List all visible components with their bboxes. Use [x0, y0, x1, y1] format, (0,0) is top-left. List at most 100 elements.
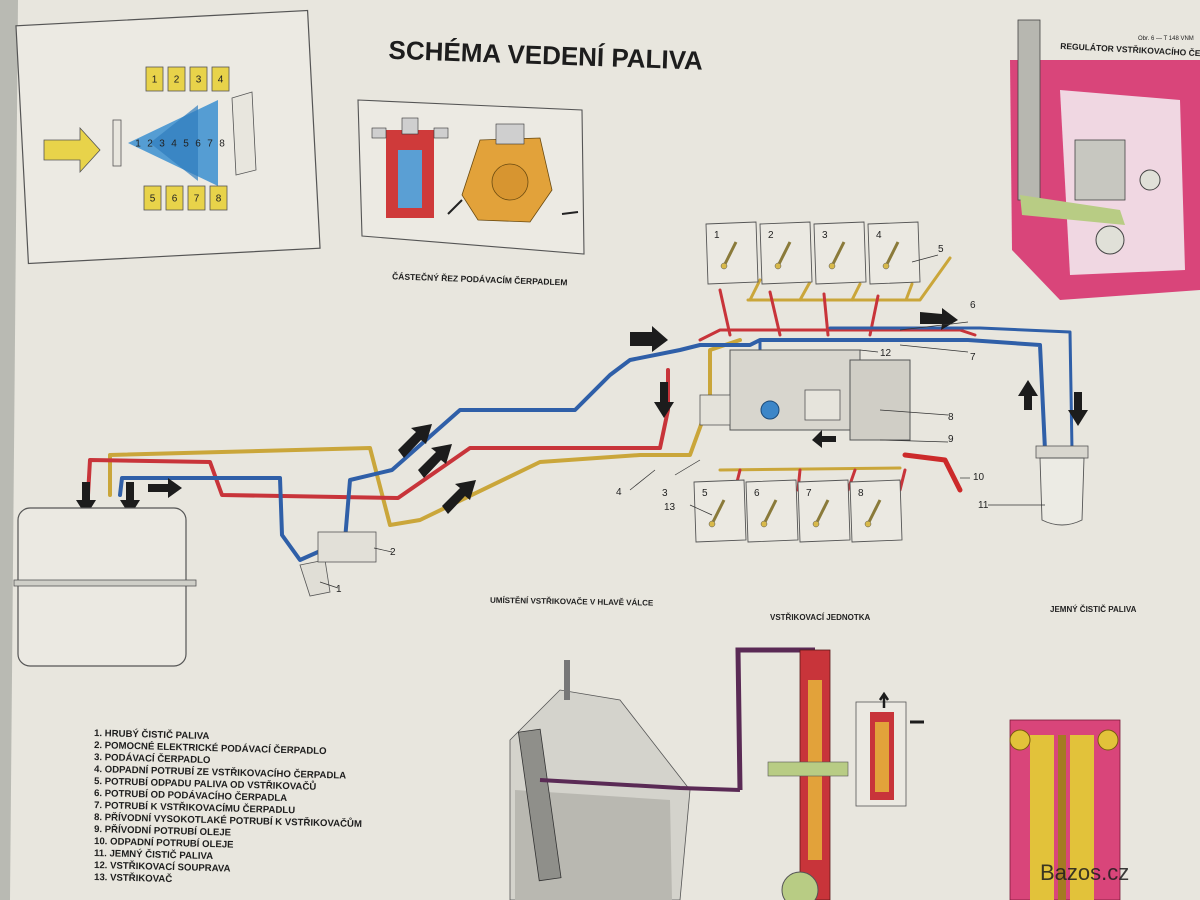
- firing-order-cell: [167, 66, 186, 92]
- legend-item: 5. POTRUBÍ ODPADU PALIVA OD VSTŘIKOVAČŮ: [94, 775, 317, 793]
- flow-arrow-icon: [1068, 392, 1088, 426]
- coarse-filter-and-electric-pump: [299, 531, 377, 597]
- legend-item: 13. VSTŘIKOVAČ: [94, 871, 173, 885]
- flow-arrow-icon: [43, 126, 101, 174]
- firing-order-number: 7: [207, 139, 213, 150]
- cylinders-bottom-bank: 5 6 7 8: [693, 479, 903, 543]
- callout-12: 12: [880, 348, 892, 359]
- firing-order-number: 5: [183, 139, 189, 150]
- cylinder-number: 2: [768, 230, 774, 241]
- line-injector-leakoff: [746, 256, 952, 302]
- injector-icon: [884, 241, 900, 267]
- callout-11: 11: [978, 500, 989, 511]
- injector-icon: [710, 499, 726, 525]
- injector-icon: [830, 241, 846, 267]
- firing-order-cell: [165, 185, 184, 211]
- firing-order-number: 5: [150, 194, 156, 205]
- pump-section-box: [357, 99, 585, 255]
- injection-unit-caption: VSTŘIKOVACÍ JEDNOTKA: [770, 613, 871, 622]
- callout-leaders: [319, 254, 1045, 589]
- cylinder-number: 1: [714, 230, 720, 241]
- watermark: Bazos.cz: [1040, 860, 1129, 885]
- cylinder-number: 3: [822, 230, 828, 241]
- callout-7: 7: [970, 352, 976, 363]
- firing-order-number: 3: [196, 75, 202, 86]
- flow-arrow-icon: [1018, 380, 1038, 410]
- callout-4: 4: [616, 487, 622, 498]
- fine-filter-section-illustration: [1009, 719, 1121, 900]
- injector-icon: [814, 499, 830, 525]
- callout-13: 13: [664, 502, 676, 513]
- legend-item: 1. HRUBÝ ČISTIČ PALIVA: [94, 727, 210, 742]
- fine-filter: [1035, 445, 1089, 526]
- regulator-illustration: [1010, 19, 1200, 300]
- firing-order-number: 1: [152, 75, 158, 86]
- cylinders-top-bank: 1 2 3 4: [705, 221, 921, 285]
- firing-order-number: 4: [171, 139, 177, 150]
- fuel-lines: [86, 256, 1074, 562]
- figure-reference: Obr. 6 — T 148 VNM: [1138, 36, 1194, 42]
- firing-order-number: 3: [159, 139, 165, 150]
- injector-in-head-illustration: [509, 660, 741, 900]
- injector-icon: [866, 499, 882, 525]
- firing-order-cell: [189, 66, 208, 92]
- firing-order-number: 6: [172, 194, 178, 205]
- flow-arrow-icon: [398, 424, 432, 458]
- callout-3: 3: [662, 488, 668, 499]
- firing-order-number: 8: [216, 194, 222, 205]
- callout-2: 2: [390, 547, 396, 558]
- cylinder-number: 6: [754, 488, 760, 499]
- legend-item: 6. POTRUBÍ OD PODÁVACÍHO ČERPADLA: [94, 787, 287, 804]
- firing-order-number: 4: [218, 75, 224, 86]
- fuel-tank: [13, 507, 197, 667]
- flow-arrow-icon: [442, 480, 476, 514]
- callout-8: 8: [948, 412, 954, 423]
- legend-item: 7. POTRUBÍ K VSTŘIKOVACÍMU ČERPADLU: [94, 799, 295, 816]
- legend-item: 12. VSTŘIKOVACÍ SOUPRAVA: [94, 859, 231, 875]
- legend-item: 10. ODPADNÍ POTRUBÍ OLEJE: [94, 835, 234, 851]
- cylinder-number: 4: [876, 230, 882, 241]
- callout-10: 10: [973, 472, 985, 483]
- line-from-feed-pump: [86, 368, 670, 500]
- line-oil-return: [902, 452, 963, 493]
- firing-order-number: 2: [174, 75, 180, 86]
- fine-filter-caption: JEMNÝ ČISTIČ PALIVA: [1050, 605, 1137, 614]
- firing-order-cell: [143, 185, 162, 211]
- firing-order-cell: [209, 185, 228, 211]
- firing-order-number: 7: [194, 194, 200, 205]
- cylinder-number: 7: [806, 488, 812, 499]
- injector-location-caption: UMÍSTĚNÍ VSTŘIKOVAČE V HLAVĚ VÁLCE: [490, 596, 654, 608]
- firing-order-number: 6: [195, 139, 201, 150]
- flow-arrow-icon: [418, 444, 452, 478]
- firing-order-cell: [211, 66, 230, 92]
- cylinder-number: 5: [702, 488, 708, 499]
- firing-order-cell: [187, 185, 206, 211]
- injector-icon: [722, 241, 738, 267]
- firing-order-number: 2: [147, 139, 153, 150]
- firing-order-top-row: 1 2 3 4: [145, 66, 230, 92]
- firing-order-cell: [145, 66, 164, 92]
- callout-5: 5: [938, 244, 944, 255]
- flow-arrow-icon: [148, 478, 182, 498]
- injection-pump: [699, 349, 911, 441]
- cylinder-number: 8: [858, 488, 864, 499]
- callout-9: 9: [948, 434, 954, 445]
- injector-icon: [776, 241, 792, 267]
- flow-arrow-icon: [654, 382, 674, 418]
- poster-fold-left: [0, 0, 18, 900]
- firing-order-bottom-row: 5 6 7 8: [143, 185, 228, 211]
- callout-6: 6: [970, 300, 976, 311]
- legend-item: 11. JEMNÝ ČISTIČ PALIVA: [94, 847, 213, 862]
- legend-item: 9. PŘÍVODNÍ POTRUBÍ OLEJE: [94, 823, 232, 839]
- legend-item: 3. PODÁVACÍ ČERPADLO: [94, 751, 211, 766]
- firing-order-number: 8: [219, 139, 225, 150]
- line-return-injection-pump: [108, 338, 742, 527]
- callout-1: 1: [336, 584, 342, 595]
- flow-arrow-icon: [630, 326, 668, 352]
- line-high-pressure-top: [718, 288, 880, 337]
- injection-unit-illustration: [735, 647, 924, 900]
